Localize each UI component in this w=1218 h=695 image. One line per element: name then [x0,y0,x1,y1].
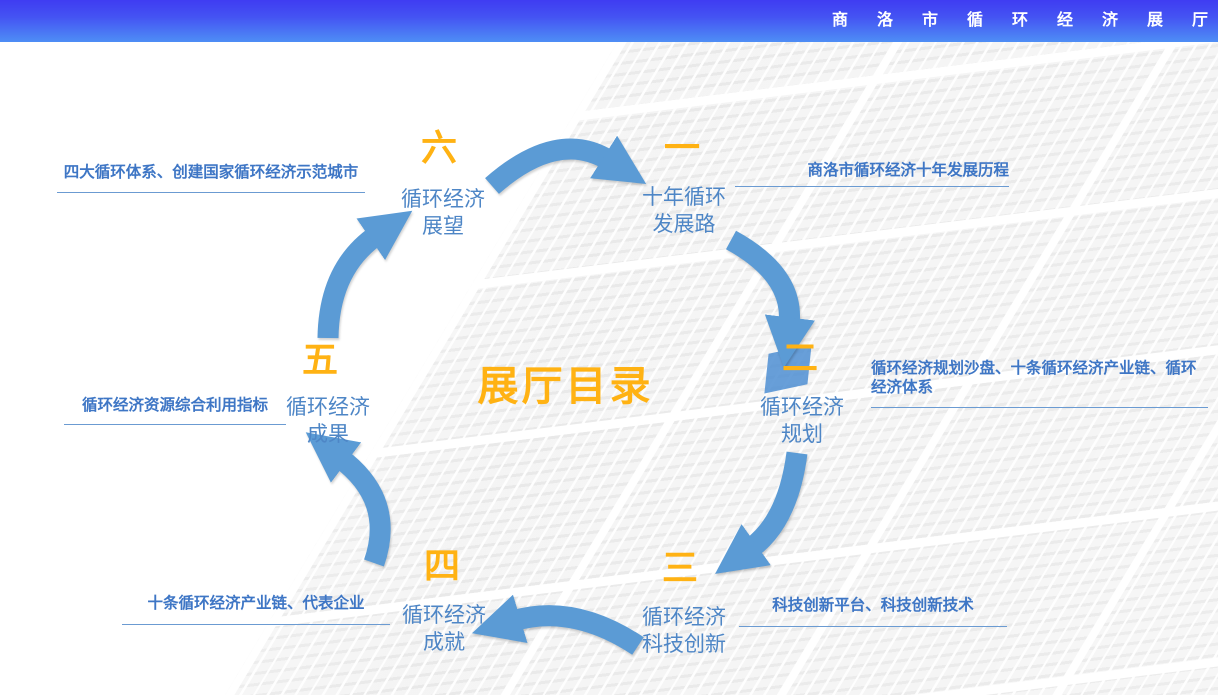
section-3-number[interactable]: 三 [661,547,698,588]
section-5-number[interactable]: 五 [301,339,338,380]
section-6-label[interactable]: 循环经济 展望 [393,186,493,240]
header-bar: 商洛市循环经济展厅 [0,0,1218,42]
page-title: 展厅目录 [477,363,654,409]
section-4-label-line1: 循环经济 [402,604,486,627]
section-3-label[interactable]: 循环经济 科技创新 [626,604,742,658]
section-3-label-line1: 循环经济 [642,606,726,629]
section-1-number[interactable]: 一 [663,127,700,168]
section-5-label-line2: 成果 [307,423,349,446]
section-2-label[interactable]: 循环经济 规划 [746,394,858,448]
section-1-label-line1: 十年循环 [642,186,726,209]
section-6-description[interactable]: 四大循环体系、创建国家循环经济示范城市 [57,163,365,193]
section-2-number[interactable]: 二 [781,337,818,378]
section-3-description[interactable]: 科技创新平台、科技创新技术 [739,596,1007,627]
section-3-label-line2: 科技创新 [642,633,726,656]
section-2-description[interactable]: 循环经济规划沙盘、十条循环经济产业链、循环经济体系 [871,359,1208,408]
section-6-label-line1: 循环经济 [401,188,485,211]
section-6-number[interactable]: 六 [420,127,457,168]
section-4-label-line2: 成就 [423,631,465,654]
section-2-label-line2: 规划 [781,423,823,446]
section-5-label[interactable]: 循环经济 成果 [272,394,384,448]
section-4-label[interactable]: 循环经济 成就 [388,602,500,656]
section-4-description[interactable]: 十条循环经济产业链、代表企业 [122,594,390,625]
section-6-label-line2: 展望 [422,215,464,238]
app-title: 商洛市循环经济展厅 [831,12,1218,29]
section-5-description[interactable]: 循环经济资源综合利用指标 [64,396,286,425]
section-1-label-line2: 发展路 [652,213,716,236]
section-1-description[interactable]: 商洛市循环经济十年发展历程 [735,161,1009,187]
section-2-label-line1: 循环经济 [760,396,844,419]
section-1-label[interactable]: 十年循环 发展路 [626,184,742,238]
section-4-number[interactable]: 四 [423,545,460,586]
section-5-label-line1: 循环经济 [286,396,370,419]
